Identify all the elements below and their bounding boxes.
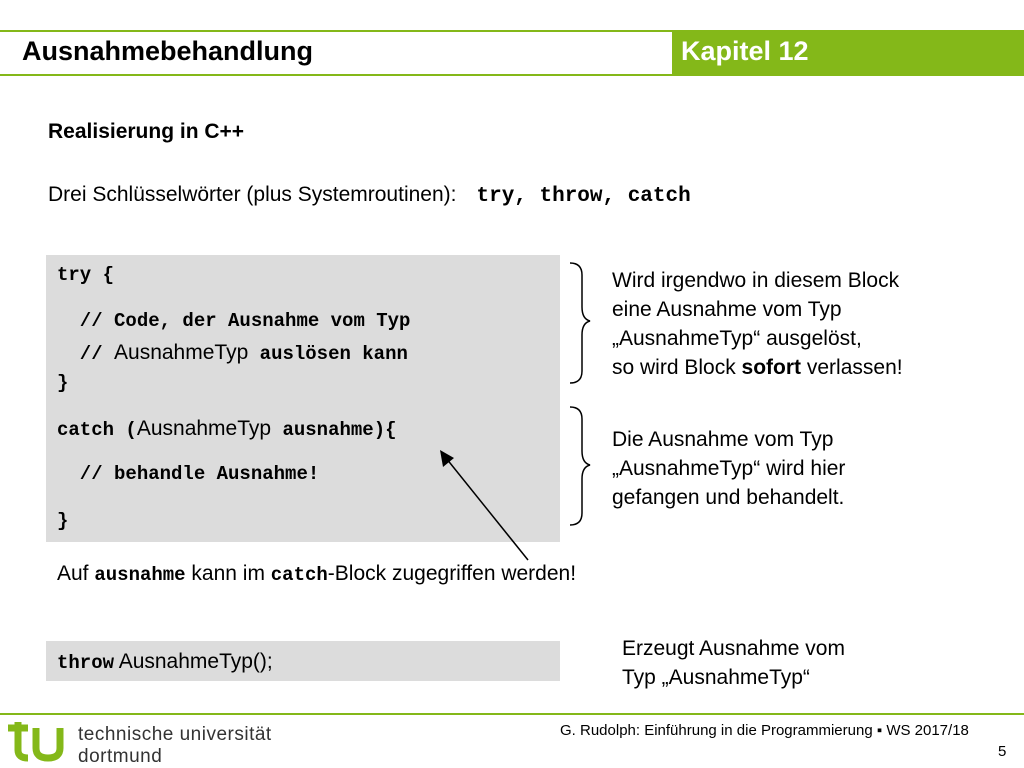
note-line: Die Ausnahme vom Typ <box>612 428 834 451</box>
throw-code-block <box>46 641 560 681</box>
code-keyword: throw <box>57 652 115 674</box>
note-line: „AusnahmeTyp“ ausgelöst, <box>612 327 862 350</box>
code-line-catch: catch (AusnahmeTyp ausnahme){ <box>57 417 397 441</box>
header-top-rule <box>0 30 1024 32</box>
tu-logo-icon <box>8 722 64 762</box>
brace-catch <box>569 406 591 526</box>
intro-text: Drei Schlüsselwörter (plus Systemroutine… <box>48 183 457 206</box>
code-text: // <box>57 343 115 365</box>
intro-line: Drei Schlüsselwörter (plus Systemroutine… <box>48 183 691 208</box>
code-line-try: try { <box>57 264 115 286</box>
section-heading: Realisierung in C++ <box>48 120 245 143</box>
note-line: Erzeugt Ausnahme vom <box>622 637 845 660</box>
note-catch-block: Die Ausnahme vom Typ „AusnahmeTyp“ wird … <box>612 425 845 512</box>
access-note: Auf ausnahme kann im catch-Block zugegri… <box>57 562 576 586</box>
code-line-throw: throw AusnahmeTyp(); <box>57 650 273 674</box>
chapter-label: Kapitel 12 <box>681 36 809 66</box>
access-text: kann im <box>185 562 271 585</box>
header-bottom-rule <box>0 74 1024 76</box>
chapter-badge <box>674 32 1024 74</box>
code-line-close-catch: } <box>57 510 69 532</box>
note-line: eine Ausnahme vom Typ <box>612 298 842 321</box>
access-code-catch: catch <box>270 564 328 586</box>
note-line: gefangen und behandelt. <box>612 486 845 509</box>
note-text: so wird Block <box>612 356 742 379</box>
note-line: Wird irgendwo in diesem Block <box>612 269 900 292</box>
footer-rule <box>0 713 1024 715</box>
code-line-comment-2: // AusnahmeTyp auslösen kann <box>57 341 408 365</box>
note-emphasis: sofort <box>741 356 802 379</box>
footer-credit: G. Rudolph: Einführung in die Programmie… <box>560 722 969 739</box>
code-expression: AusnahmeTyp(); <box>114 650 273 673</box>
code-text: catch ( <box>57 419 137 441</box>
brace-try <box>569 262 591 384</box>
code-text: auslösen kann <box>248 343 408 365</box>
access-text: -Block zugegriffen werden! <box>327 562 577 585</box>
code-type-name: AusnahmeTyp <box>114 341 249 364</box>
code-line-comment-1: // Code, der Ausnahme vom Typ <box>57 310 411 332</box>
code-line-handle: // behandle Ausnahme! <box>57 463 320 485</box>
page-number: 5 <box>998 743 1007 760</box>
code-text: ausnahme){ <box>271 419 397 441</box>
code-type-name: AusnahmeTyp <box>136 417 272 440</box>
annotation-graphics <box>569 262 591 526</box>
university-line: dortmund <box>78 746 163 767</box>
slide-title: Ausnahmebehandlung <box>22 36 314 66</box>
note-line: Typ „AusnahmeTyp“ <box>622 666 810 689</box>
note-try-block: Wird irgendwo in diesem Block eine Ausna… <box>612 266 903 382</box>
access-code-var: ausnahme <box>94 564 186 586</box>
arrow-icon <box>440 450 529 561</box>
university-line: technische universität <box>78 724 272 745</box>
access-text: Auf <box>57 562 95 585</box>
code-line-close-try: } <box>57 372 69 394</box>
intro-keywords: try, throw, catch <box>476 185 691 208</box>
university-name: technische universität dortmund <box>78 724 272 768</box>
note-throw: Erzeugt Ausnahme vom Typ „AusnahmeTyp“ <box>622 634 845 692</box>
header-separator <box>672 32 674 74</box>
note-line: so wird Block sofort verlassen! <box>612 353 903 382</box>
note-line: „AusnahmeTyp“ wird hier <box>612 457 846 480</box>
note-text: verlassen! <box>801 356 903 379</box>
